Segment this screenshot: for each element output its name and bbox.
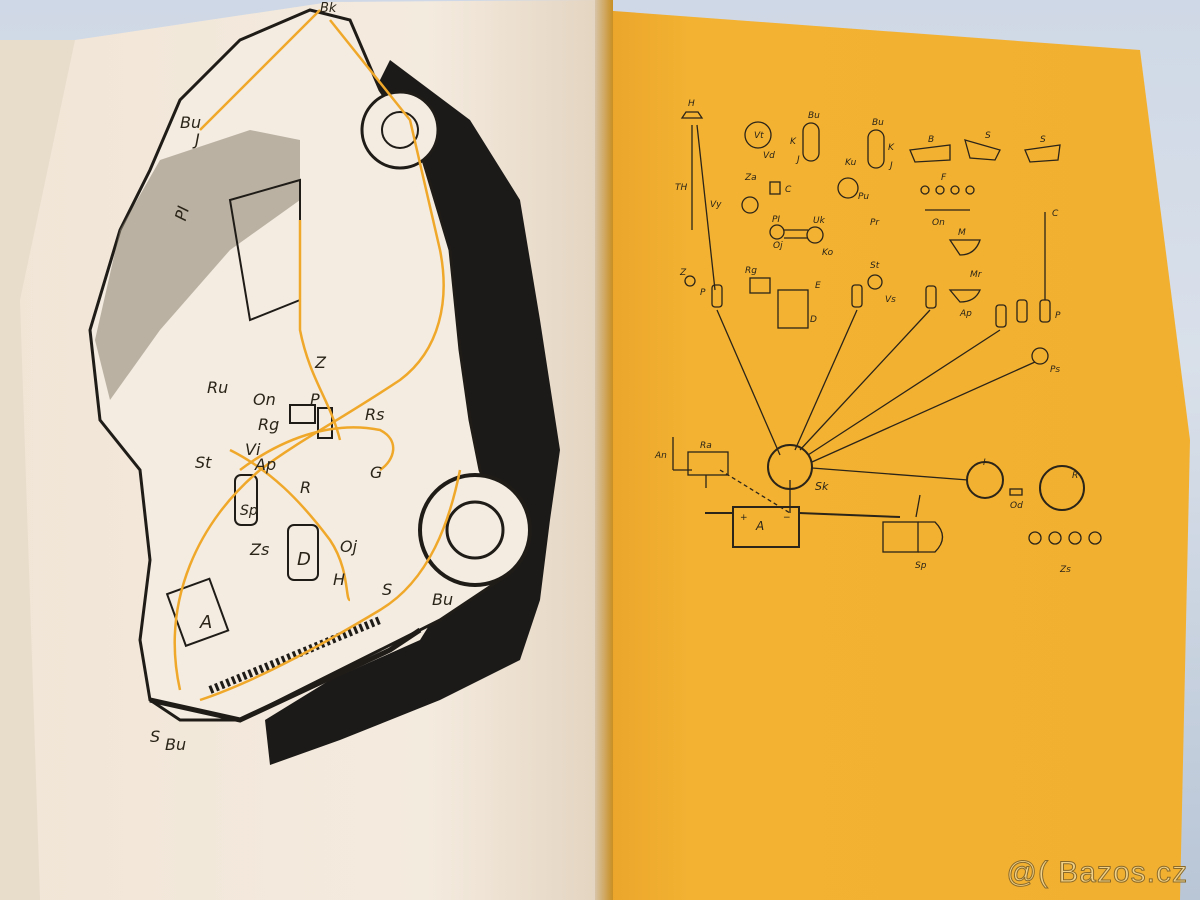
svg-text:S: S [1040, 135, 1046, 145]
svg-text:A: A [755, 519, 764, 533]
svg-text:I: I [983, 458, 986, 468]
svg-text:Rg: Rg [745, 266, 757, 276]
svg-text:Ru: Ru [207, 378, 228, 397]
svg-text:Od: Od [1010, 501, 1023, 511]
svg-text:C: C [785, 185, 792, 195]
svg-text:E: E [815, 281, 821, 291]
svg-text:Vi: Vi [245, 440, 261, 459]
svg-text:Vs: Vs [885, 295, 896, 305]
right-page [600, 10, 1190, 900]
svg-text:M: M [958, 228, 966, 238]
watermark: @( Bazos.cz [1006, 856, 1188, 890]
svg-text:Ko: Ko [822, 248, 834, 258]
svg-text:Za: Za [744, 173, 757, 183]
svg-text:Vd: Vd [763, 151, 775, 161]
svg-text:K: K [888, 143, 895, 153]
svg-text:J: J [888, 161, 893, 171]
book-gutter [595, 0, 613, 900]
svg-text:Zs: Zs [249, 540, 269, 559]
svg-text:G: G [370, 463, 382, 482]
svg-text:Ap: Ap [254, 455, 276, 474]
svg-text:K: K [790, 137, 797, 147]
svg-text:Oj: Oj [340, 537, 358, 556]
svg-text:B: B [928, 135, 934, 145]
svg-text:H: H [333, 570, 345, 589]
svg-text:Ku: Ku [845, 158, 857, 168]
svg-text:P: P [310, 390, 320, 409]
svg-text:Ap: Ap [959, 309, 972, 319]
svg-text:PI: PI [171, 204, 193, 223]
svg-text:Pr: Pr [870, 218, 880, 228]
svg-text:D: D [810, 315, 817, 325]
svg-text:Bu: Bu [432, 590, 453, 609]
svg-text:Sp: Sp [915, 561, 927, 571]
svg-text:Mr: Mr [970, 270, 983, 280]
svg-text:TH: TH [675, 183, 687, 193]
svg-text:P: P [700, 288, 706, 298]
svg-text:On: On [932, 218, 945, 228]
svg-text:J: J [795, 155, 800, 165]
svg-text:Ps: Ps [1050, 365, 1060, 375]
svg-text:Bu: Bu [808, 111, 820, 121]
svg-text:F: F [941, 173, 947, 183]
svg-text:D: D [297, 549, 311, 570]
svg-text:St: St [195, 453, 212, 472]
svg-text:J: J [192, 130, 200, 149]
svg-text:St: St [870, 261, 880, 271]
svg-text:Bu: Bu [872, 118, 884, 128]
svg-text:S: S [985, 131, 991, 141]
svg-text:Bu: Bu [165, 735, 186, 754]
svg-text:An: An [654, 451, 667, 461]
svg-text:Vy: Vy [710, 200, 722, 210]
svg-text:Z: Z [314, 353, 327, 372]
svg-text:Sp: Sp [240, 503, 258, 519]
svg-text:S: S [150, 727, 160, 746]
svg-text:R: R [1072, 471, 1078, 481]
svg-text:Z: Z [679, 268, 687, 278]
svg-text:−: − [783, 513, 791, 523]
svg-text:Bu: Bu [180, 113, 201, 132]
svg-text:Sk: Sk [815, 480, 829, 493]
svg-text:S: S [382, 580, 392, 599]
svg-text:Rs: Rs [365, 405, 384, 424]
svg-text:Zs: Zs [1059, 565, 1071, 575]
svg-text:Bk: Bk [320, 1, 337, 16]
svg-text:R: R [300, 478, 311, 497]
svg-text:C: C [1052, 209, 1059, 219]
svg-text:Vt: Vt [754, 131, 764, 141]
svg-text:Uk: Uk [813, 216, 826, 226]
svg-text:PI: PI [772, 215, 780, 225]
svg-text:+: + [740, 513, 748, 523]
svg-text:Oj: Oj [773, 241, 783, 251]
svg-text:P: P [1055, 311, 1061, 321]
svg-text:H: H [688, 99, 695, 109]
svg-text:Rg: Rg [258, 415, 279, 434]
svg-text:A: A [199, 612, 212, 633]
svg-text:Ra: Ra [700, 441, 712, 451]
svg-text:Pu: Pu [858, 192, 869, 202]
svg-text:On: On [253, 390, 276, 409]
